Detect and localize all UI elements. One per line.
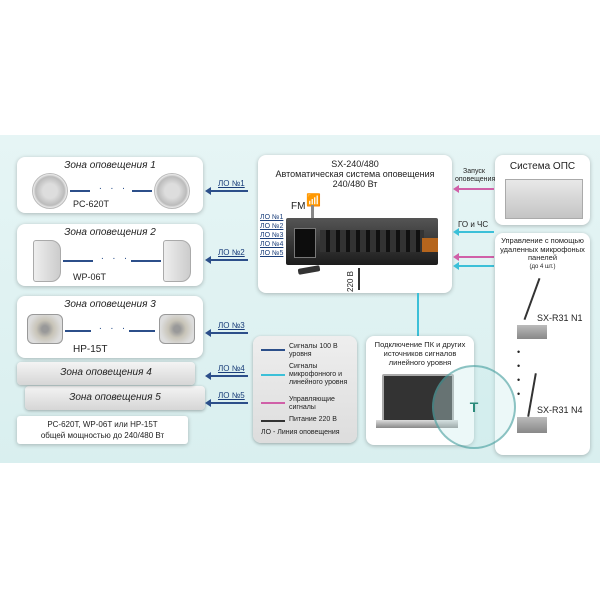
- legend-label: Сигналы 100 В уровня: [289, 343, 338, 358]
- zone-title: Зона оповещения 2: [64, 227, 156, 238]
- output-label: ЛО №2: [260, 223, 284, 230]
- line-label: ЛО №3: [218, 321, 245, 330]
- line-arrow: [205, 187, 248, 195]
- antenna: [311, 205, 314, 219]
- speaker-model: WP-06T: [73, 272, 107, 282]
- line-label: ЛО №4: [218, 364, 245, 373]
- speaker-model: HP-15T: [73, 344, 108, 355]
- ceiling-speaker-icon: [32, 173, 68, 209]
- line-label: ЛО №1: [218, 179, 245, 188]
- amp-power: 240/480 Вт: [332, 179, 378, 189]
- wire: [132, 190, 152, 192]
- amp-header: SX-240/480 Автоматическая система оповещ…: [258, 159, 452, 189]
- output-label: ЛО №5: [260, 250, 284, 257]
- note-line: PC-620T, WP-06T или HP-15T: [47, 420, 158, 429]
- amp-description: Автоматическая система оповещения: [275, 169, 435, 179]
- legend-swatch: [261, 374, 285, 376]
- zone-5: Зона оповещения 5: [25, 386, 205, 410]
- wire: [131, 260, 161, 262]
- go-label: ГО и ЧС: [458, 220, 489, 229]
- ops-box: Система ОПС: [495, 155, 590, 225]
- dots: . . .: [99, 181, 128, 192]
- legend-swatch: [261, 349, 285, 351]
- legend-swatch: [261, 402, 285, 404]
- control-arrow: [453, 253, 494, 261]
- wire: [65, 330, 91, 332]
- ops-device: [505, 179, 583, 219]
- voltage-label: 220 В: [345, 271, 355, 292]
- mic-title: Управление с помощью удаленных микрофоны…: [500, 236, 585, 262]
- mic-model: SX-R31 N4: [537, 405, 583, 415]
- horn-speaker-icon: [159, 314, 195, 344]
- legend-label: Сигналы микрофонного и линейного уровня: [289, 363, 348, 386]
- zone-2: Зона оповещения 2 . . . WP-06T: [17, 224, 203, 286]
- laptop-base: [376, 420, 458, 428]
- zone-title: Зона оповещения 1: [64, 160, 156, 171]
- amplifier-box: SX-240/480 Автоматическая система оповещ…: [258, 155, 452, 293]
- mic-console: [517, 417, 547, 433]
- wire: [63, 260, 93, 262]
- speaker-model: PC-620T: [73, 199, 110, 209]
- remote-control: [297, 265, 321, 275]
- zone-3: Зона оповещения 3 . . . HP-15T: [17, 296, 203, 358]
- amp-model: SX-240/480: [331, 159, 379, 169]
- fm-label: FM: [291, 201, 306, 212]
- line-label: ЛО №2: [218, 248, 245, 257]
- ceiling-speaker-icon: [154, 173, 190, 209]
- line-arrow: [205, 329, 248, 337]
- dots-vertical: ••••: [517, 347, 521, 399]
- zone-title: Зона оповещения 5: [69, 392, 161, 403]
- mic-model: SX-R31 N1: [537, 313, 583, 323]
- orange-knob: [422, 238, 438, 252]
- signal-arrow: [453, 228, 494, 236]
- wall-speaker-icon: [163, 240, 191, 282]
- output-label: ЛО №1: [260, 214, 284, 221]
- ops-title: Система ОПС: [509, 161, 576, 172]
- amplifier-device: [286, 218, 438, 265]
- mic-note: (до 4 шт.): [529, 264, 556, 270]
- legend: Сигналы 100 В уровня Сигналы микрофонног…: [253, 336, 357, 443]
- zone-title: Зона оповещения 3: [64, 299, 156, 310]
- wire: [70, 190, 90, 192]
- dots: . . .: [101, 251, 130, 262]
- legend-swatch: [261, 420, 285, 422]
- line-arrow: [205, 372, 248, 380]
- mic-console: [517, 325, 547, 339]
- legend-label: Питание 220 В: [289, 416, 337, 423]
- wifi-icon: 📶: [306, 193, 321, 207]
- control-panel: [320, 230, 424, 252]
- zone-title: Зона оповещения 4: [60, 367, 152, 378]
- zone-4: Зона оповещения 4: [17, 362, 195, 385]
- amp-outputs: ЛО №1 ЛО №2 ЛО №3 ЛО №4 ЛО №5: [260, 213, 283, 258]
- line-arrow: [205, 399, 248, 407]
- line-label: ЛО №5: [218, 391, 245, 400]
- note-line: общей мощностью до 240/480 Вт: [40, 431, 165, 440]
- output-label: ЛО №4: [260, 241, 284, 248]
- wire: [129, 330, 155, 332]
- tinko-stamp: Т: [432, 365, 516, 449]
- stamp-logo: Т: [469, 399, 479, 415]
- power-arrow: [358, 268, 360, 290]
- dots: . . .: [99, 321, 128, 332]
- microphone-icon: [527, 373, 537, 417]
- signal-arrow: [453, 262, 494, 270]
- legend-abbreviation: ЛО - Линия оповещения: [261, 429, 340, 436]
- display: [294, 228, 316, 258]
- zone-1: Зона оповещения 1 . . . PC-620T: [17, 157, 203, 213]
- speaker-note: PC-620T, WP-06T или HP-15T общей мощност…: [17, 416, 188, 444]
- horn-speaker-icon: [27, 314, 63, 344]
- control-arrow: [453, 185, 494, 193]
- line-arrow: [205, 256, 248, 264]
- trigger-label: Запуск оповещения: [455, 168, 496, 183]
- wall-speaker-icon: [33, 240, 61, 282]
- pc-signal-line: [417, 293, 419, 337]
- output-label: ЛО №3: [260, 232, 284, 239]
- legend-label: Управляющие сигналы: [289, 396, 335, 411]
- pc-title: Подключение ПК и других источников сигна…: [374, 340, 466, 367]
